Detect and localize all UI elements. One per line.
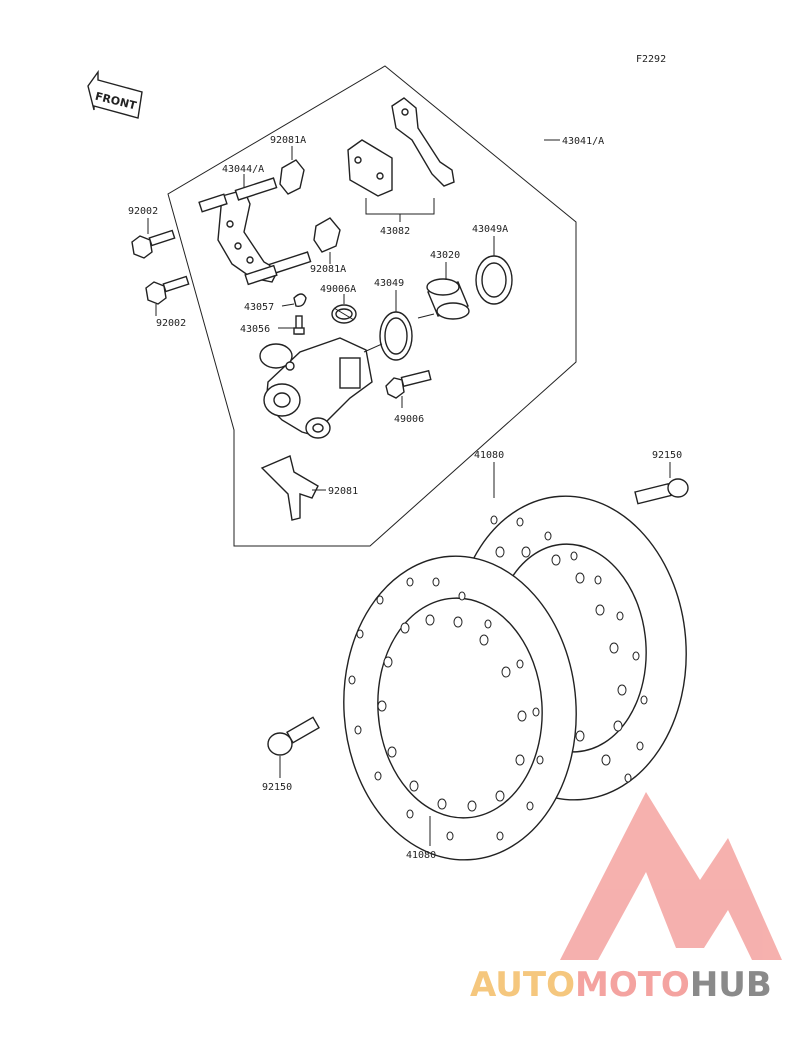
label-41080-bottom: 41080 [406, 850, 436, 861]
watermark-text: AUTOMOTOHUB [470, 965, 772, 1005]
dust-seal [475, 255, 513, 305]
label-92081a-mid: 92081A [310, 264, 346, 275]
watermark-part1: AUTO [470, 965, 575, 1005]
caliper-bracket [198, 177, 312, 286]
label-49006a: 49006A [320, 284, 356, 295]
caliper-pin [385, 369, 432, 399]
disc-bolt-right [634, 478, 689, 505]
label-43044a: 43044/A [222, 164, 264, 175]
brake-pad [347, 139, 393, 197]
label-43056: 43056 [240, 324, 270, 335]
label-43020: 43020 [430, 250, 460, 261]
label-43049: 43049 [374, 278, 404, 289]
piston-seal [379, 311, 413, 361]
bolt-92002-top [131, 229, 176, 259]
watermark-logo [560, 792, 782, 960]
watermark-part2: MOTO [575, 965, 690, 1005]
figure-code: F2292 [636, 54, 666, 65]
bleeder-cap [293, 293, 307, 308]
label-92081: 92081 [328, 486, 358, 497]
label-92150-left: 92150 [262, 782, 292, 793]
disc-holes [348, 515, 648, 841]
brake-disc-front [343, 555, 577, 861]
label-92002-bottom: 92002 [156, 318, 186, 329]
label-41080-top: 41080 [474, 450, 504, 461]
pad-spring-bottom [260, 455, 319, 521]
label-92081a-top: 92081A [270, 135, 306, 146]
front-arrow-icon: FRONT [87, 69, 143, 119]
label-43041a: 43041/A [562, 136, 604, 147]
dust-boot [331, 304, 357, 324]
disc-bolt-left [267, 716, 320, 756]
bolt-92002-bottom [145, 275, 190, 305]
bleeder-valve [293, 315, 305, 335]
clip-92081a-mid [313, 217, 341, 253]
caliper-piston [426, 278, 470, 320]
label-92002-top: 92002 [128, 206, 158, 217]
clip-92081a-top [279, 159, 305, 195]
caliper-body [259, 337, 373, 439]
pad-spring [391, 97, 455, 187]
label-43082: 43082 [380, 226, 410, 237]
caliper-assembly-outline [167, 65, 577, 547]
watermark-part3: HUB [690, 965, 772, 1005]
label-49006: 49006 [394, 414, 424, 425]
label-43057: 43057 [244, 302, 274, 313]
label-43049a: 43049A [472, 224, 508, 235]
label-92150-right: 92150 [652, 450, 682, 461]
